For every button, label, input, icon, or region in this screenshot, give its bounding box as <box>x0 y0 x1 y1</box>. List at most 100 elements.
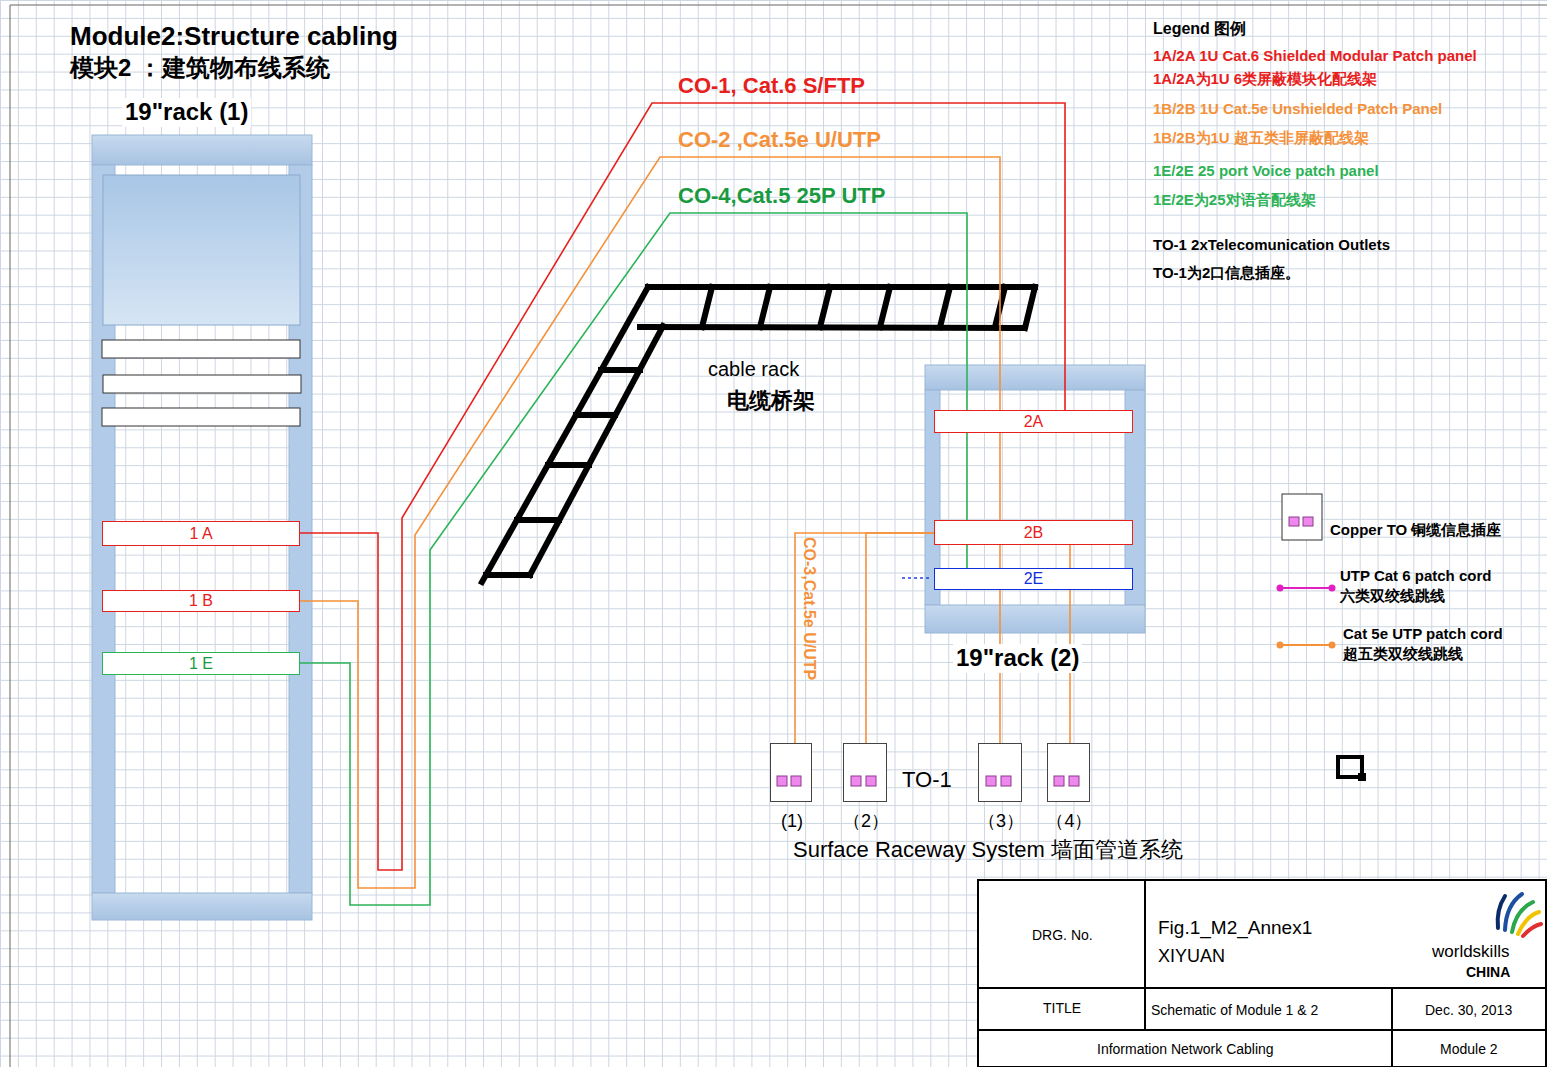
outlet-number: （4） <box>1028 811 1111 833</box>
panel-label: 1 A <box>189 524 212 543</box>
cable-ladder <box>601 367 640 373</box>
legend-text: Cat 5e UTP patch cord 超五类双绞线跳线 <box>1343 624 1541 665</box>
rack-frame <box>103 375 301 393</box>
outlet-ports <box>770 743 812 802</box>
outlet-ports <box>791 776 801 786</box>
note-label: 1A/2A为1U 6类屏蔽模块化配线架 <box>1153 70 1377 88</box>
cable-ladder <box>548 462 589 468</box>
outlet-number: （2） <box>824 811 908 833</box>
title-block <box>1144 880 1146 1030</box>
legend-entry: UTP Cat 6 patch cord 六类双绞线跳线 <box>1340 566 1540 607</box>
legend-samples <box>1329 642 1336 649</box>
diagram-title: Module2:Structure cabling <box>70 21 398 52</box>
outlet-ports <box>1054 776 1064 786</box>
note-label: DRG. No. <box>1032 927 1093 944</box>
cable-ladder <box>880 287 890 327</box>
note-label: 模块2 ：建筑物布线系统 <box>70 54 330 83</box>
marker-square <box>1358 773 1366 781</box>
patch-panel: 2B <box>934 520 1133 545</box>
cable-ladder <box>640 327 1022 328</box>
legend-entry: Copper TO 铜缆信息插座 <box>1330 521 1501 539</box>
note-label: 1B/2B为1U 超五类非屏蔽配线架 <box>1153 129 1369 147</box>
title-block <box>978 987 1547 989</box>
legend-samples <box>1303 517 1313 526</box>
outlet-ports <box>866 776 876 786</box>
page-frame <box>10 5 1547 6</box>
cable-run <box>866 533 934 743</box>
outlet-ports <box>1047 743 1090 802</box>
cable-ladder <box>482 287 648 582</box>
rack-frame <box>103 175 300 325</box>
legend-samples <box>1282 494 1322 540</box>
telecom-outlet: (1) <box>770 743 812 802</box>
legend-samples <box>1289 517 1299 526</box>
cable-ladder <box>760 287 770 327</box>
rack-heading: 19"rack (2) <box>953 644 1082 673</box>
worldskills-logo <box>1498 896 1505 928</box>
note-label: Information Network Cabling <box>1097 1041 1274 1058</box>
outlet-number: （3） <box>959 811 1043 833</box>
note-label: Legend 图例 <box>1153 19 1246 38</box>
note-label: XIYUAN <box>1158 946 1225 968</box>
note-label: Fig.1_M2_Annex1 <box>1158 917 1312 940</box>
page-frame <box>10 5 1547 1067</box>
telecom-outlet: （2） <box>843 743 887 802</box>
patch-panel: 2E <box>934 568 1133 590</box>
note-label: TO-1 <box>902 767 952 793</box>
patch-panel: 1 E <box>102 652 300 675</box>
outlet-ports <box>978 743 1022 802</box>
note-label: worldskills <box>1432 942 1509 962</box>
rack-frame <box>102 340 300 358</box>
marker-square <box>1338 757 1366 781</box>
equipment-rack: 19"rack (2)2A2B2E <box>925 365 1145 633</box>
legend-text: Copper TO 铜缆信息插座 <box>1330 521 1501 538</box>
page-frame <box>10 5 11 1067</box>
rack-frame <box>925 365 1145 390</box>
legend-samples <box>1329 585 1336 592</box>
rack-heading: 19"rack (1) <box>122 98 251 127</box>
outlet-ports <box>843 743 887 802</box>
note-label: Dec. 30, 2013 <box>1425 1002 1512 1019</box>
cable-ladder <box>940 287 950 327</box>
title-block <box>978 880 1547 1067</box>
voice-link-stub <box>902 577 930 579</box>
telecom-outlet: （3） <box>978 743 1022 802</box>
rack-frame <box>92 135 312 165</box>
note-label: cable rack <box>708 357 799 381</box>
cable-ladder <box>702 287 712 327</box>
legend-samples <box>1280 587 1332 589</box>
legend-entry: Cat 5e UTP patch cord 超五类双绞线跳线 <box>1343 624 1541 665</box>
voice-link-stub <box>902 578 930 579</box>
cable-run <box>300 157 1000 888</box>
note-label: Module 2 <box>1440 1041 1498 1058</box>
note-label: TO-1为2口信息插座。 <box>1153 264 1300 282</box>
patch-panel: 1 B <box>102 590 300 612</box>
note-label: 电缆桥架 <box>727 388 815 414</box>
panel-label: 1 E <box>189 654 213 673</box>
outlet-ports <box>986 776 996 786</box>
worldskills-logo <box>1523 924 1541 936</box>
note-label: Schematic of Module 1 & 2 <box>1151 1002 1318 1019</box>
cable-label: CO-4,Cat.5 25P UTP <box>678 183 885 209</box>
panel-label: 2E <box>1024 569 1044 588</box>
title-block <box>978 880 1546 1067</box>
note-label: TO-1 2xTelecomunication Outlets <box>1153 236 1390 254</box>
legend-samples <box>1280 644 1332 646</box>
cable-ladder <box>530 326 663 575</box>
note-label: 1B/2B 1U Cat.5e Unshielded Patch Panel <box>1153 100 1442 118</box>
rack-frame <box>92 893 312 920</box>
rack-frame <box>925 605 1145 633</box>
cable-label: CO-2 ,Cat.5e U/UTP <box>678 127 881 153</box>
outlet-ports <box>1069 776 1079 786</box>
legend-samples <box>1277 585 1284 592</box>
cable-run <box>300 213 967 905</box>
outlet-number: (1) <box>751 811 833 833</box>
note-label: 1A/2A 1U Cat.6 Shielded Modular Patch pa… <box>1153 47 1477 65</box>
cable-run <box>795 533 934 743</box>
panel-label: 2A <box>1024 412 1044 431</box>
cable-ladder <box>576 412 615 418</box>
panel-label: 1 B <box>189 591 213 610</box>
note-label: 1E/2E为25对语音配线架 <box>1153 191 1316 209</box>
cable-label: CO-3,Cat.5e U/UTP <box>800 537 819 680</box>
